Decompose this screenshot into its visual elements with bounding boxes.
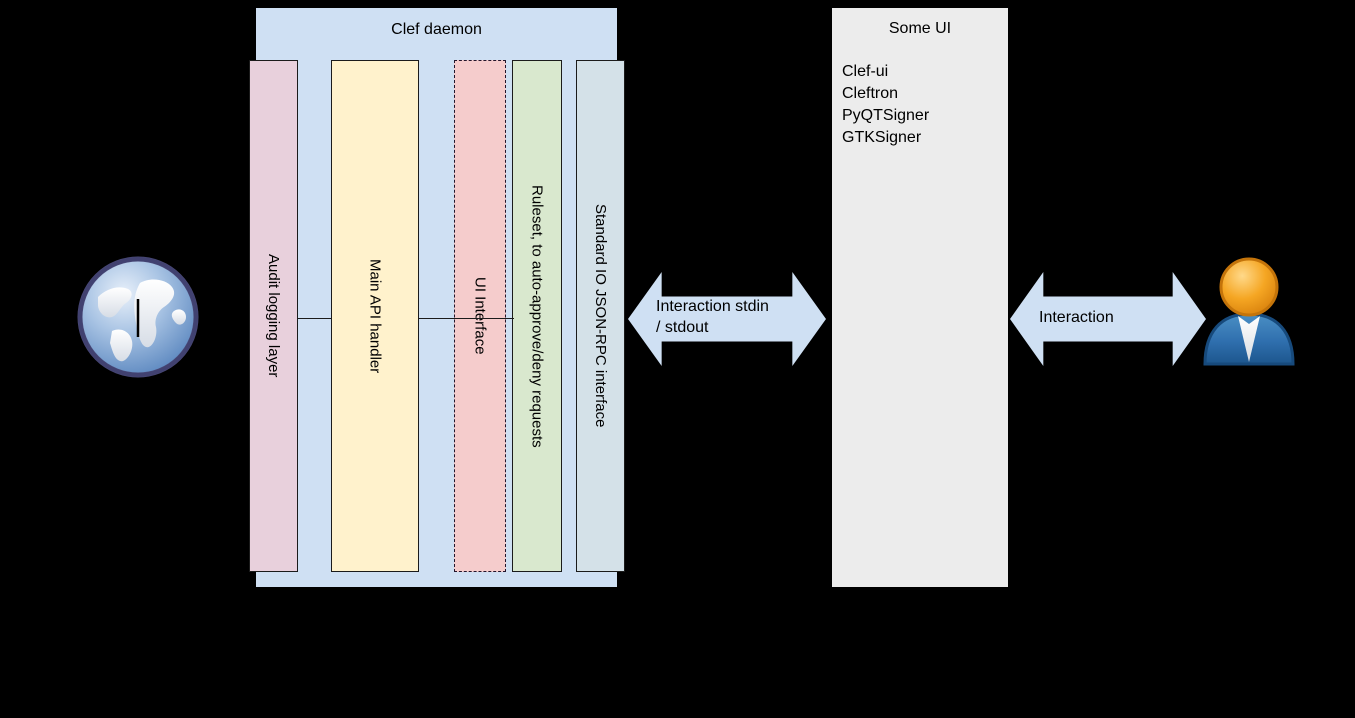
list-item: GTKSigner bbox=[842, 129, 922, 146]
component-ruleset[interactable]: Ruleset, to auto-approve/deny requests bbox=[512, 60, 562, 572]
list-item: PyQTSigner bbox=[842, 107, 930, 124]
component-label: Ruleset, to auto-approve/deny requests bbox=[528, 184, 546, 448]
component-main-api-handler[interactable]: Main API handler bbox=[331, 60, 419, 572]
user-icon bbox=[1199, 254, 1299, 366]
component-audit-logging-layer[interactable]: Audit logging layer bbox=[249, 60, 298, 572]
list-item: Clef-ui bbox=[842, 63, 889, 80]
some-ui-list: Clef-ui Cleftron PyQTSigner GTKSigner bbox=[842, 61, 929, 149]
some-ui-title: Some UI bbox=[888, 20, 952, 37]
globe-icon bbox=[74, 253, 202, 381]
arrow-interaction-label: Interaction bbox=[1039, 309, 1114, 326]
component-label: Standard IO JSON-RPC interface bbox=[592, 204, 609, 428]
component-stdio-jsonrpc-interface[interactable]: Standard IO JSON-RPC interface bbox=[576, 60, 625, 572]
list-item: Cleftron bbox=[842, 85, 899, 102]
component-label: UI Interface bbox=[471, 277, 489, 355]
some-ui-panel[interactable]: Some UI Clef-ui Cleftron PyQTSigner GTKS… bbox=[832, 8, 1008, 587]
component-ui-interface[interactable]: UI Interface bbox=[454, 60, 506, 572]
arrow-stdin-stdout-label: Interaction stdin / stdout bbox=[656, 298, 769, 336]
component-label: Main API handler bbox=[366, 258, 384, 374]
connector-audit-to-api bbox=[297, 318, 332, 319]
connector-api-to-ruleset bbox=[418, 318, 514, 319]
clef-daemon-title: Clef daemon bbox=[391, 21, 482, 38]
component-label: Audit logging layer bbox=[265, 254, 282, 378]
clef-daemon-container: Clef daemon bbox=[256, 8, 617, 587]
